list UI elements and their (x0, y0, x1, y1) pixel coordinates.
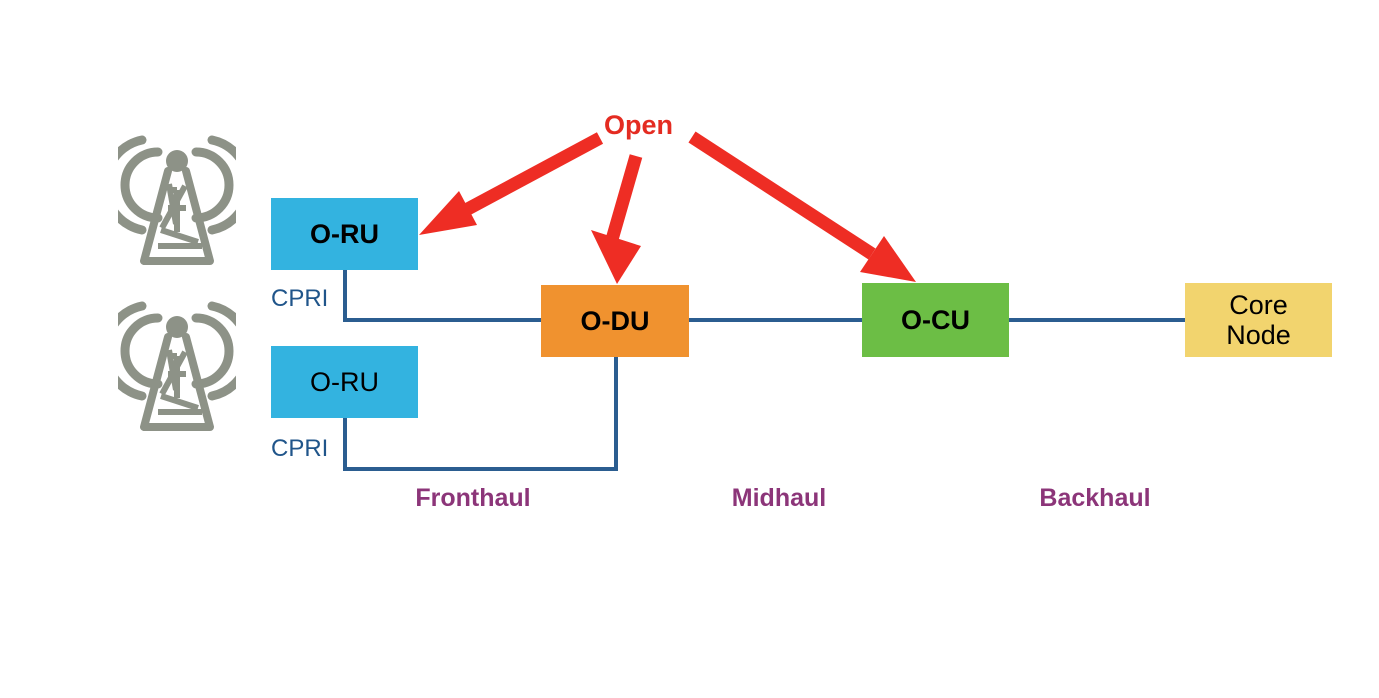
arrow-to-ocu-icon (688, 131, 916, 282)
arrow-to-odu-icon (591, 154, 643, 284)
node-ocu[interactable]: O-CU (862, 283, 1009, 357)
antenna-tower-icon (118, 290, 236, 440)
node-label: O-RU (310, 366, 379, 397)
node-oru-top[interactable]: O-RU (271, 198, 418, 270)
node-label: O-DU (580, 305, 650, 336)
open-label: Open (604, 110, 674, 140)
node-label: O-RU (310, 218, 379, 249)
wire-label-cpri-bottom: CPRI (271, 435, 329, 462)
antenna-tower-icon (118, 124, 236, 274)
arrow-to-oru-icon (419, 132, 604, 235)
node-core-node[interactable]: Core Node (1185, 283, 1332, 357)
segment-label-fronthaul: Fronthaul (415, 484, 531, 512)
open-arrows-group (419, 131, 916, 284)
node-label: Core Node (1226, 289, 1291, 350)
node-oru-bottom[interactable]: O-RU (271, 346, 418, 418)
wire-label-cpri-top: CPRI (271, 285, 329, 312)
segment-label-backhaul: Backhaul (1039, 484, 1151, 512)
node-label: O-CU (901, 304, 970, 335)
node-odu[interactable]: O-DU (541, 285, 689, 357)
link-oru-top-odu (343, 270, 541, 322)
link-oru-bottom-odu (343, 357, 618, 471)
segment-label-midhaul: Midhaul (731, 484, 827, 512)
